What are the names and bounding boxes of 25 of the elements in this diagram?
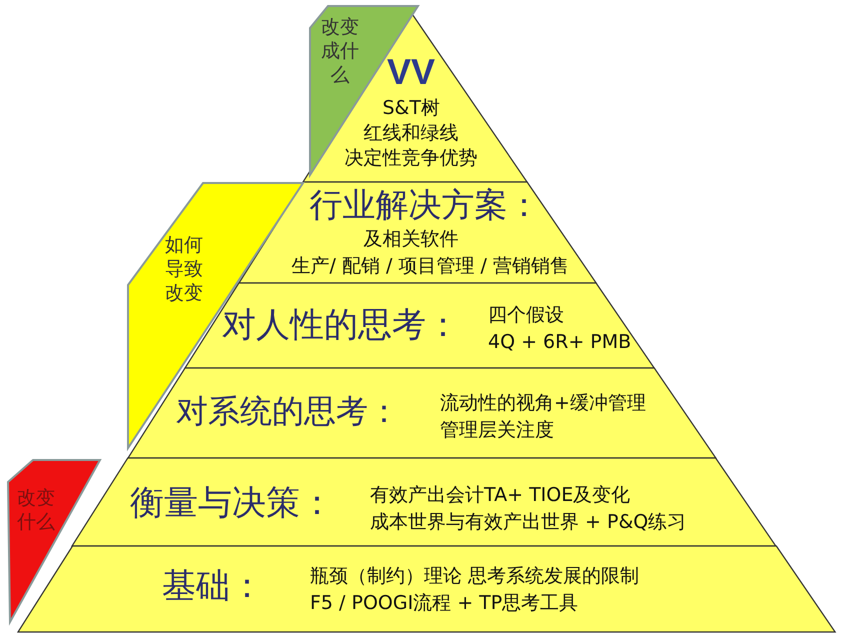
tier-heading: 对人性的思考：	[222, 307, 460, 344]
tier-detail-text: F5 / POOGI流程 + TP思考工具	[310, 593, 578, 614]
pyramid-tier	[18, 546, 836, 632]
tier-heading: VV	[386, 52, 436, 92]
tier-detail-text: 有效产出会计TA+ TIOE及变化	[370, 485, 630, 506]
tier-detail-text: 决定性竞争优势	[344, 148, 478, 169]
tier-detail-text: 红线和绿线	[363, 123, 458, 144]
tier-heading: 对系统的思考：	[176, 394, 400, 430]
band-label: 如何导致改变	[164, 234, 204, 306]
tier-detail-text: 生产/ 配销 / 项目管理 / 营销销售	[291, 256, 569, 277]
pyramid-tier	[72, 458, 776, 546]
tier-heading: 基础：	[162, 568, 264, 606]
tier-detail-text: 四个假设	[488, 305, 564, 326]
tier-detail-text: 及相关软件	[363, 229, 458, 250]
band-label: 改变成什么	[320, 16, 360, 88]
pyramid-tier	[185, 283, 654, 368]
tier-detail-text: 成本世界与有效产出世界 + P&Q练习	[370, 512, 686, 533]
tier-heading: 衡量与决策：	[130, 485, 334, 522]
tier-detail-text: 管理层关注度	[440, 420, 554, 441]
tier-detail-text: 流动性的视角+缓冲管理	[440, 393, 646, 414]
pyramid-tier	[128, 368, 716, 458]
tier-detail-text: 4Q + 6R+ PMB	[488, 332, 632, 353]
tier-detail-text: S&T树	[382, 98, 440, 119]
tier-detail-text: 瓶颈（制约）理论 思考系统发展的限制	[310, 566, 640, 587]
tier-heading: 行业解决方案：	[309, 187, 540, 224]
